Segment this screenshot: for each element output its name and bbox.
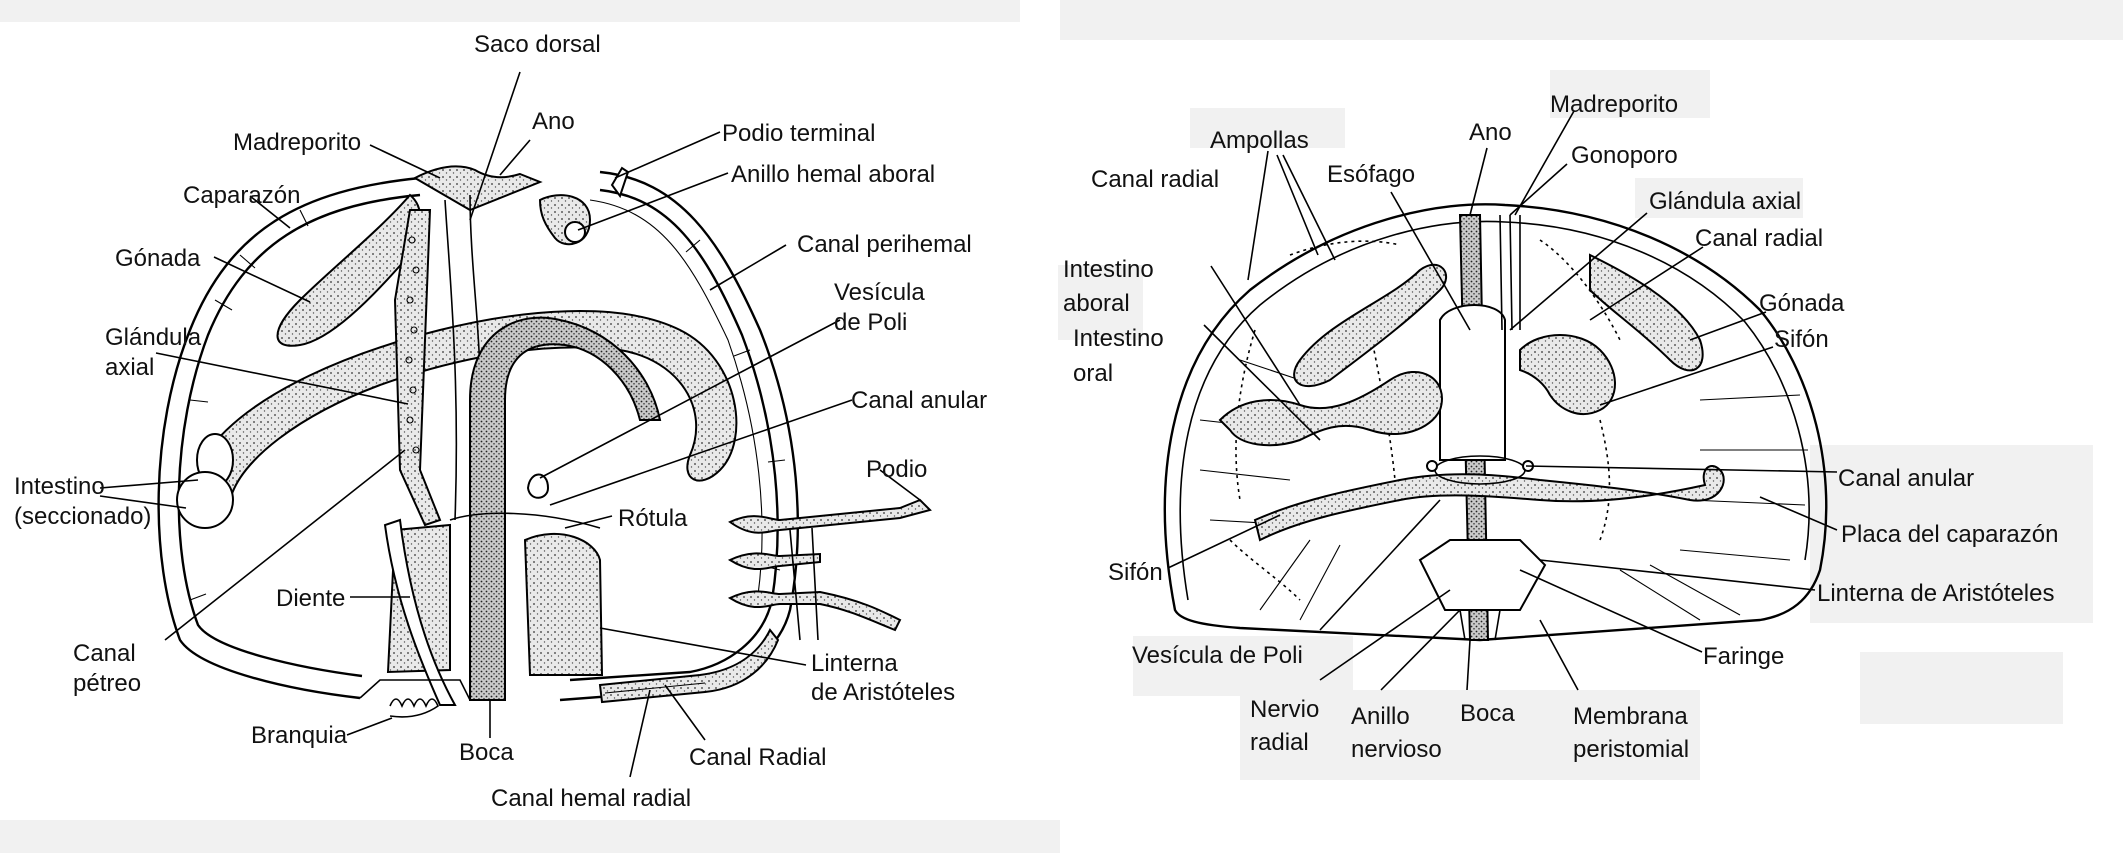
intestine-section-lower xyxy=(176,471,234,529)
axial-canals xyxy=(1499,214,1521,331)
label-r-anillo-1: Anillo xyxy=(1351,703,1410,730)
label-canal-hemal-radial: Canal hemal radial xyxy=(491,785,691,812)
intestine-loop-right xyxy=(1519,334,1616,415)
aboral-hemal-ring-section xyxy=(564,221,586,243)
label-r-glandula-axial: Glándula axial xyxy=(1649,188,1801,215)
mouth-teeth xyxy=(1459,609,1501,641)
label-r-esofago: Esófago xyxy=(1327,161,1415,188)
label-r-vesicula: Vesícula de Poli xyxy=(1132,642,1303,669)
label-canal-radial: Canal Radial xyxy=(689,744,826,771)
madreporite-shape xyxy=(412,165,543,212)
label-r-nervio-1: Nervio xyxy=(1250,696,1319,723)
label-podio-terminal: Podio terminal xyxy=(722,120,875,147)
esophagus-widening xyxy=(1439,304,1506,461)
label-r-ampollas: Ampollas xyxy=(1210,127,1309,154)
gonad-left xyxy=(1293,263,1447,387)
label-saco-dorsal: Saco dorsal xyxy=(474,31,601,58)
tooth-shape xyxy=(383,518,457,706)
intestine-aboral xyxy=(1218,370,1443,447)
label-glandula-2: axial xyxy=(105,354,154,381)
peristome-line xyxy=(359,679,471,701)
intestine-oral xyxy=(1253,465,1725,542)
label-r-linterna: Linterna de Aristóteles xyxy=(1817,580,2054,607)
label-r-intestino-oral-2: oral xyxy=(1073,360,1113,387)
label-vesicula-1: Vesícula xyxy=(834,279,925,306)
axial-gland-dots xyxy=(405,236,420,454)
label-r-canal-radial-right: Canal radial xyxy=(1695,225,1823,252)
label-r-sifon-right: Sifón xyxy=(1774,326,1829,353)
saco-dorsal-canal xyxy=(444,199,458,521)
test-inner-right xyxy=(569,188,779,682)
label-r-boca: Boca xyxy=(1460,700,1515,727)
label-canal-perihemal: Canal perihemal xyxy=(797,231,972,258)
label-r-canal-anular: Canal anular xyxy=(1838,465,1974,492)
label-canal-petreo-2: pétreo xyxy=(73,670,141,697)
label-r-intestino-oral-1: Intestino xyxy=(1073,325,1164,352)
axial-gland-column xyxy=(393,209,442,527)
right-diagram: Madreporito Ampollas Ano Gonoporo Canal … xyxy=(1058,0,2123,780)
label-intestino-1: Intestino xyxy=(14,473,105,500)
ampullae-rows xyxy=(1229,239,1621,601)
label-r-canal-radial-top: Canal radial xyxy=(1091,166,1219,193)
label-intestino-2: (seccionado) xyxy=(14,503,151,530)
polian-vesicle-shape xyxy=(526,473,550,499)
label-r-intestino-aboral-1: Intestino xyxy=(1063,256,1154,283)
label-r-membrana-2: peristomial xyxy=(1573,736,1689,763)
polian-vesicle-dot xyxy=(1426,460,1438,472)
label-r-ano: Ano xyxy=(1469,119,1512,146)
label-ano: Ano xyxy=(532,108,575,135)
label-r-intestino-aboral-2: aboral xyxy=(1063,290,1130,317)
radial-hemal-canal-shape xyxy=(604,682,706,694)
intestine-arch xyxy=(203,310,738,503)
label-r-placa: Placa del caparazón xyxy=(1841,521,2058,548)
label-r-madreporito: Madreporito xyxy=(1550,91,1678,118)
background-patch xyxy=(0,0,1020,22)
label-caparazon: Caparazón xyxy=(183,182,300,209)
esophagus-tube xyxy=(469,316,662,701)
label-r-nervio-2: radial xyxy=(1250,729,1309,756)
podia-group xyxy=(727,498,932,641)
test-inner-left xyxy=(177,193,421,678)
label-diente: Diente xyxy=(276,585,345,612)
label-vesicula-2: de Poli xyxy=(834,309,907,336)
left-leader-lines xyxy=(99,71,921,778)
label-r-faringe: Faringe xyxy=(1703,643,1784,670)
label-podio: Podio xyxy=(866,456,927,483)
urchin-test-outline xyxy=(1163,203,1828,642)
label-linterna-2: de Aristóteles xyxy=(811,679,955,706)
label-patches xyxy=(1058,0,2123,780)
label-anillo-hemal-aboral: Anillo hemal aboral xyxy=(731,161,935,188)
label-linterna-1: Linterna xyxy=(811,650,898,677)
label-rotula: Rótula xyxy=(618,505,688,532)
label-boca: Boca xyxy=(459,739,514,766)
label-r-anillo-2: nervioso xyxy=(1351,736,1442,763)
label-r-sifon-left: Sifón xyxy=(1108,559,1163,586)
left-diagram: Saco dorsal Ano Madreporito Podio termin… xyxy=(0,0,1060,853)
lantern-shape xyxy=(1418,539,1547,611)
label-gonada: Gónada xyxy=(115,245,201,272)
lantern-pyramid-right xyxy=(523,532,604,676)
perihemal-line xyxy=(589,199,763,596)
label-madreporito: Madreporito xyxy=(233,129,361,156)
label-branquia: Branquia xyxy=(251,722,348,749)
radial-canal-shape xyxy=(598,628,780,704)
urchin-test-inner xyxy=(1179,220,1810,601)
gill-shape xyxy=(389,698,439,718)
label-canal-petreo-1: Canal xyxy=(73,640,136,667)
label-r-gonada: Gónada xyxy=(1759,290,1845,317)
right-leader-lines xyxy=(1167,110,1838,691)
gonad-right xyxy=(1589,253,1704,372)
background-patch xyxy=(0,820,1060,853)
ring-canal-shape xyxy=(449,512,601,529)
label-r-membrana-1: Membrana xyxy=(1573,703,1688,730)
test-outer-left xyxy=(157,174,441,700)
label-r-gonoporo: Gonoporo xyxy=(1571,142,1678,169)
label-glandula-1: Glándula xyxy=(105,324,202,351)
label-canal-anular: Canal anular xyxy=(851,387,987,414)
